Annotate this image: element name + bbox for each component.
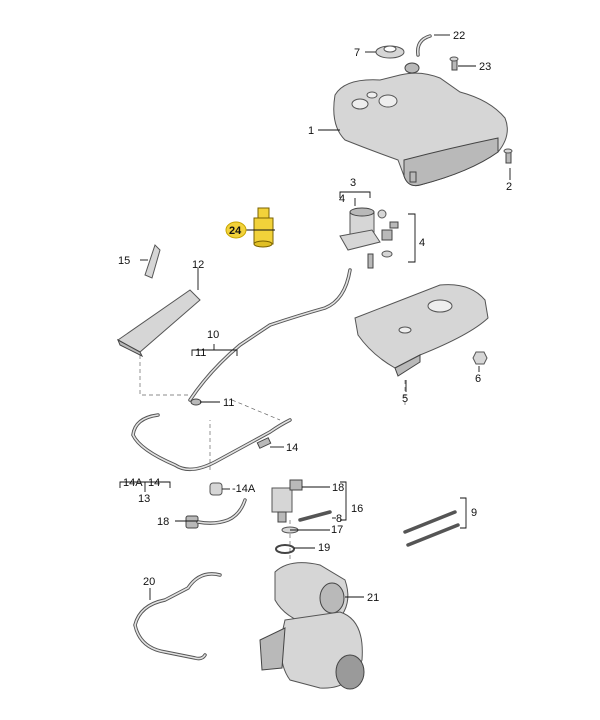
hose-line-10 — [188, 268, 352, 406]
rod-8 — [298, 510, 332, 522]
label-2: 2 — [506, 181, 512, 193]
label-22: 22 — [453, 30, 465, 42]
label-3: 3 — [350, 177, 356, 189]
bracket-12 — [117, 289, 201, 358]
pump-assembly — [339, 207, 393, 251]
bolt-2 — [503, 148, 513, 164]
tank-tray — [354, 284, 489, 377]
label-24: 24 — [229, 225, 242, 237]
label-18: 18 — [157, 516, 169, 528]
label-12: 12 — [192, 259, 204, 271]
label-13: 13 — [138, 493, 150, 505]
label-15: 15 — [118, 255, 130, 267]
label-4-right: 4 — [419, 237, 425, 249]
label-18-group: 18 — [332, 482, 344, 494]
nut-6 — [472, 351, 488, 365]
filler-cap — [375, 45, 405, 59]
label-20: 20 — [143, 576, 155, 588]
label-1: 1 — [308, 125, 314, 137]
breather-hose — [416, 34, 432, 57]
exhaust-unit-21 — [259, 562, 365, 690]
label-8: 8 — [336, 513, 342, 525]
injector-16 — [271, 479, 303, 523]
label-7: 7 — [354, 47, 360, 59]
label-17: 17 — [331, 524, 343, 536]
label-16: 16 — [351, 503, 363, 515]
clamp-14A — [209, 482, 223, 496]
assembly-lines — [139, 355, 406, 560]
rods-9 — [403, 510, 460, 547]
label-24-highlight: 24 — [225, 221, 247, 239]
label-10: 10 — [207, 329, 219, 341]
label-14: 14 — [286, 442, 298, 454]
bolt-23 — [449, 56, 459, 71]
label-6: 6 — [475, 373, 481, 385]
label-5: 5 — [402, 393, 408, 405]
label-11-top: 11 — [195, 347, 206, 359]
pipe-20 — [133, 572, 222, 661]
line-14 — [131, 413, 292, 472]
label-14-group: 14 — [148, 477, 160, 489]
fluid-tank — [333, 62, 508, 187]
label-14A: -14A — [232, 483, 256, 495]
callout-labels: 1 2 3 4 4 5 6 7 8 9 10 11 11 12 13 14 14… — [118, 30, 512, 604]
label-11: 11 — [223, 397, 234, 409]
label-19: 19 — [318, 542, 330, 554]
label-21: 21 — [367, 592, 379, 604]
label-14A-group: 14A — [123, 477, 143, 489]
gasket-19 — [275, 544, 295, 554]
label-4-top: 4 — [339, 193, 345, 205]
label-9: 9 — [471, 507, 477, 519]
sensor-cable-18 — [185, 498, 247, 529]
clip-15 — [144, 244, 161, 279]
label-23: 23 — [479, 61, 491, 73]
fittings-set — [367, 209, 399, 269]
highlighted-part-24 — [253, 207, 274, 248]
leader-lines — [119, 34, 511, 600]
